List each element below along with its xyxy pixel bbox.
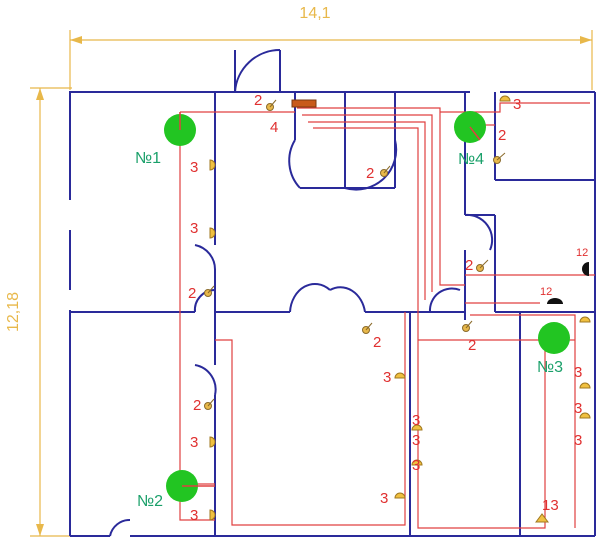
room-label-1: №1 xyxy=(135,150,161,167)
svg-text:3: 3 xyxy=(190,220,198,237)
svg-text:3: 3 xyxy=(190,507,198,524)
svg-text:2: 2 xyxy=(366,165,374,182)
svg-text:12: 12 xyxy=(576,247,588,259)
svg-text:3: 3 xyxy=(383,369,391,386)
room-label-4: №4 xyxy=(458,151,484,168)
dimension-height: 12,18 xyxy=(5,87,72,537)
room-marker-2: №2 xyxy=(137,470,215,510)
svg-text:3: 3 xyxy=(190,159,198,176)
room-marker-1: №1 xyxy=(135,112,196,167)
svg-text:13: 13 xyxy=(542,497,559,514)
switches xyxy=(204,99,506,410)
svg-text:3: 3 xyxy=(380,490,388,507)
svg-text:3: 3 xyxy=(190,434,198,451)
room-label-3: №3 xyxy=(537,359,563,376)
dimension-width: 14,1 xyxy=(69,5,593,90)
svg-text:12: 12 xyxy=(540,286,552,298)
svg-text:2: 2 xyxy=(254,92,262,109)
walls xyxy=(69,50,596,537)
doors xyxy=(109,48,494,537)
svg-text:3: 3 xyxy=(574,400,582,417)
svg-text:3: 3 xyxy=(412,432,420,449)
svg-text:3: 3 xyxy=(513,96,521,113)
svg-text:3: 3 xyxy=(574,432,582,449)
svg-text:2: 2 xyxy=(465,257,473,274)
svg-text:2: 2 xyxy=(373,334,381,351)
svg-text:2: 2 xyxy=(193,397,201,414)
room-label-2: №2 xyxy=(137,493,163,510)
height-label: 12,18 xyxy=(5,292,22,332)
svg-text:2: 2 xyxy=(468,337,476,354)
room-marker-3: №3 xyxy=(537,322,570,376)
width-label: 14,1 xyxy=(299,5,330,22)
svg-text:3: 3 xyxy=(412,457,420,474)
svg-text:2: 2 xyxy=(188,285,196,302)
room-marker-4: №4 xyxy=(454,111,486,168)
svg-text:4: 4 xyxy=(270,119,278,136)
svg-text:2: 2 xyxy=(498,127,506,144)
svg-text:3: 3 xyxy=(412,412,420,429)
wall-lamp-icon xyxy=(547,298,563,304)
wall-lamp-icon xyxy=(582,262,589,276)
svg-text:3: 3 xyxy=(574,364,582,381)
distribution-panel xyxy=(291,99,317,108)
circuit-numbers: 2 4 2 2 3 2 12 12 2 2 3 3 2 2 3 3 3 3 3 … xyxy=(188,92,588,524)
wiring xyxy=(179,102,595,529)
sockets xyxy=(209,95,591,523)
